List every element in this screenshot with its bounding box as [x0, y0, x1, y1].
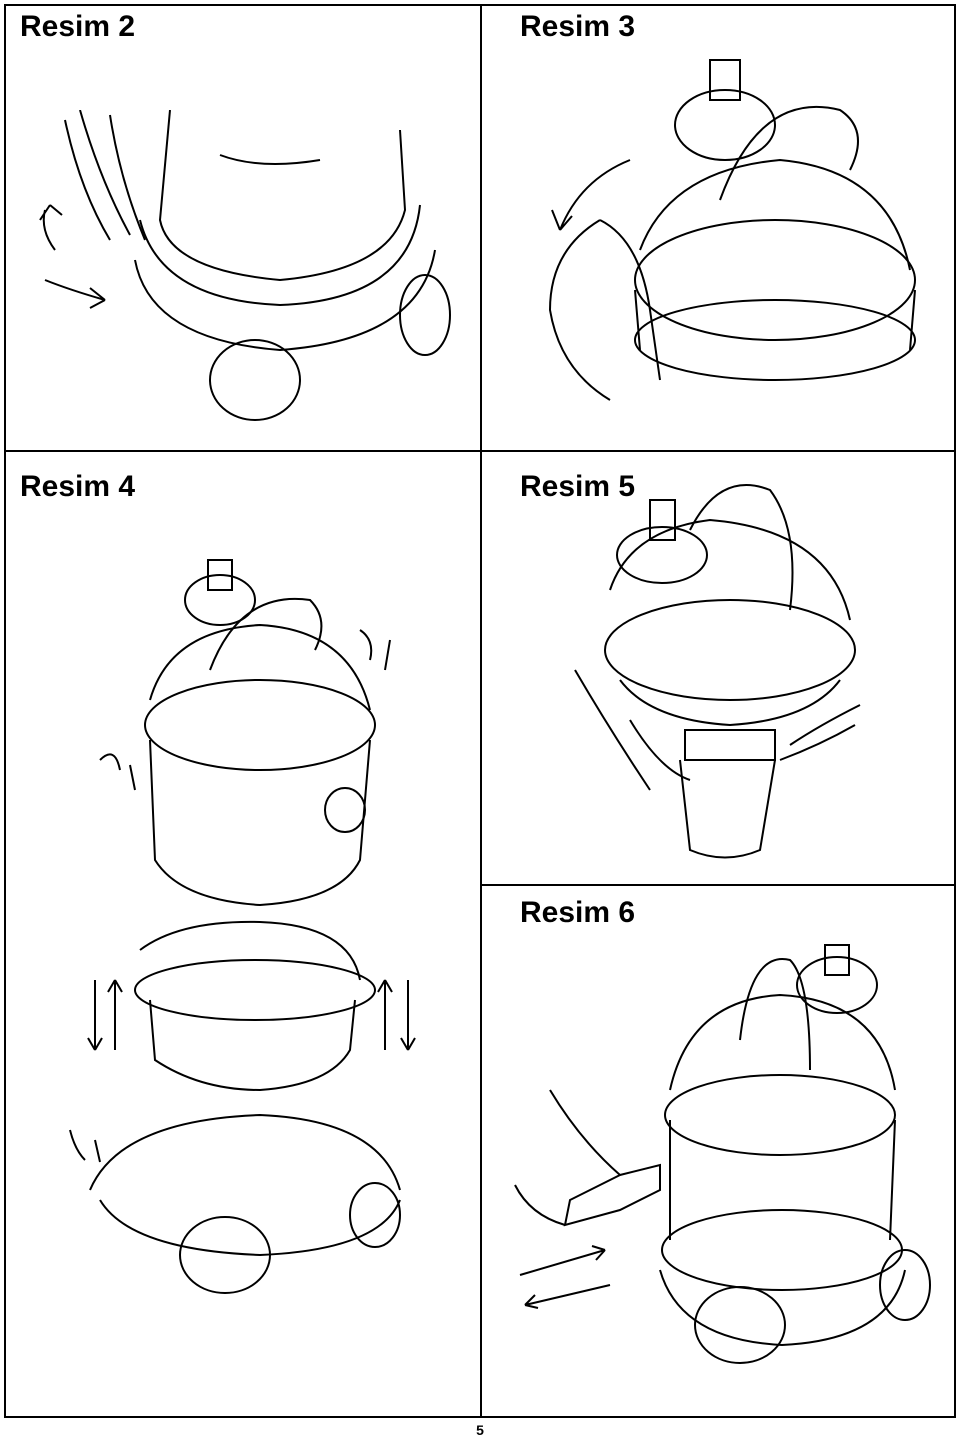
figure-title-resim-3: Resim 3	[520, 10, 636, 43]
row-divider-2	[481, 884, 956, 886]
vacuum-hose-insert-illustration	[510, 940, 950, 1410]
page-number: 5	[476, 1422, 484, 1438]
figure-title-resim-2: Resim 2	[20, 10, 136, 43]
vacuum-filter-removal-illustration	[570, 470, 870, 870]
column-divider	[480, 4, 482, 1418]
vacuum-head-cable-wind-illustration	[540, 50, 940, 410]
figure-title-resim-4: Resim 4	[20, 470, 136, 503]
figure-title-resim-6: Resim 6	[520, 896, 636, 929]
vacuum-base-unlatch-illustration	[20, 110, 460, 430]
vacuum-exploded-assembly-illustration	[60, 550, 440, 1410]
figure-title-resim-5: Resim 5	[520, 470, 636, 503]
row-divider-1	[4, 450, 956, 452]
